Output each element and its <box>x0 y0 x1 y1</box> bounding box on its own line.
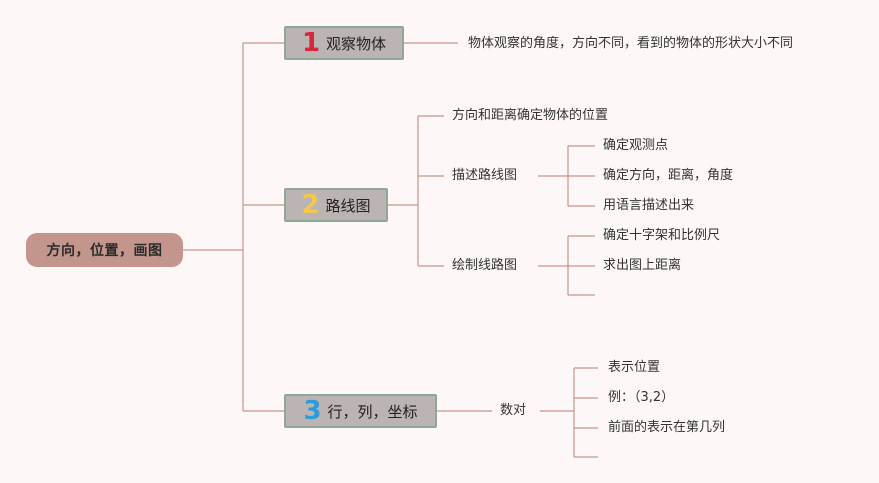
number-3-badge: 3 <box>303 396 322 426</box>
branch-title: 行，列，坐标 <box>327 402 418 421</box>
node-direction-distance: 方向和距离确定物体的位置 <box>452 108 609 123</box>
branch-route-map: 2 路线图 <box>284 188 388 222</box>
node-observation-point: 确定观测点 <box>603 138 669 153</box>
node-cross-and-scale: 确定十字架和比例尺 <box>603 228 721 243</box>
branch-observe-objects: 1 观察物体 <box>284 26 404 60</box>
node-represent-position: 表示位置 <box>608 360 661 375</box>
branch-rows-columns-coordinates: 3 行，列，坐标 <box>284 394 437 428</box>
node-map-distance: 求出图上距离 <box>603 258 682 273</box>
node-describe-in-words: 用语言描述出来 <box>603 198 695 213</box>
node-number-pair: 数对 <box>500 403 527 418</box>
node-describe-route: 描述路线图 <box>452 168 518 183</box>
number-1-badge: 1 <box>301 28 321 58</box>
node-draw-route: 绘制线路图 <box>452 258 518 273</box>
branch-title: 观察物体 <box>326 34 387 53</box>
branch-title: 路线图 <box>325 196 371 215</box>
node-example: 例：（3,2） <box>608 390 675 405</box>
root-node: 方向，位置，画图 <box>26 233 183 267</box>
node-direction-distance-angle: 确定方向，距离，角度 <box>603 168 734 183</box>
node-observe-detail: 物体观察的角度，方向不同，看到的物体的形状大小不同 <box>468 36 794 51</box>
node-first-is-column: 前面的表示在第几列 <box>608 420 726 435</box>
root-label: 方向，位置，画图 <box>46 243 163 259</box>
number-2-badge: 2 <box>301 190 320 220</box>
